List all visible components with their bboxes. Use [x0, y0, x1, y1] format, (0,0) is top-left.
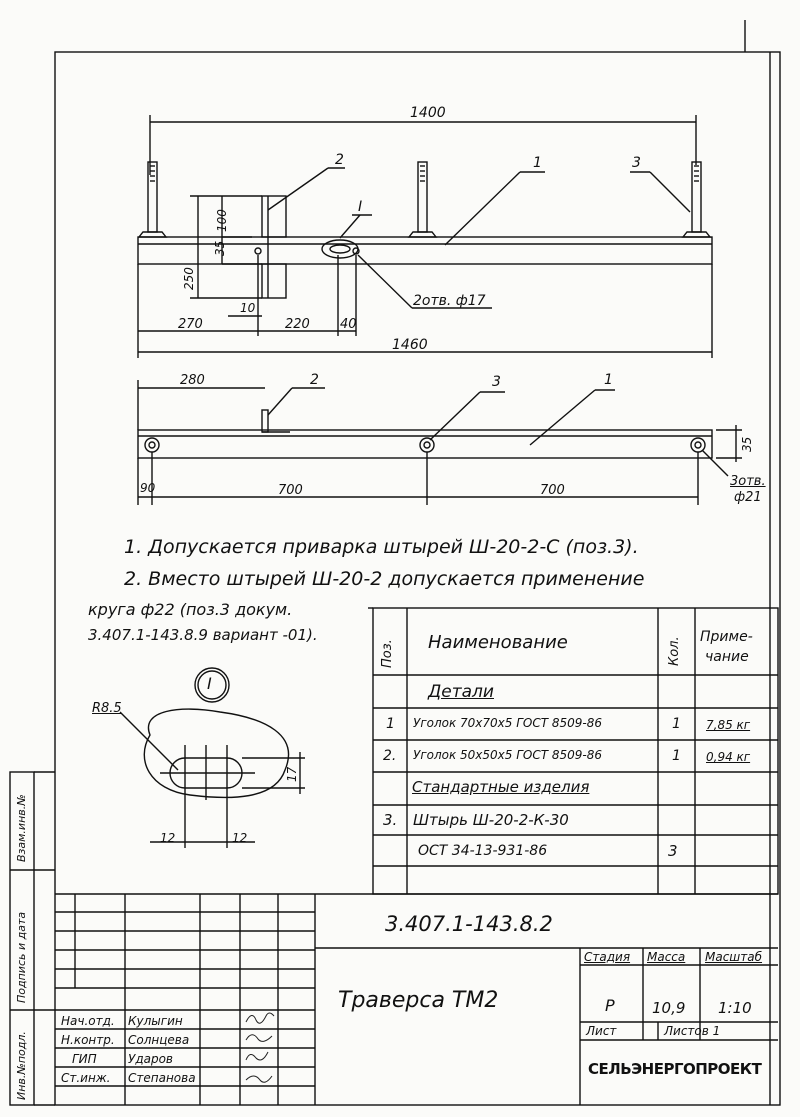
holes-21-note-1: 3отв.	[730, 474, 766, 489]
dim-10: 10	[240, 301, 256, 315]
spec-row-2-name: Уголок 50х50х5 ГОСТ 8509-86	[413, 748, 603, 762]
sheet-label: Лист	[586, 1024, 617, 1038]
dim-270: 270	[178, 317, 203, 332]
pos-label-3-top: 3	[632, 155, 641, 171]
stage-value: Р	[605, 996, 615, 1015]
spec-header-pos: Поз.	[380, 639, 395, 668]
pos-label-2-side: 2	[310, 372, 319, 388]
pos-label-1-top: 1	[533, 155, 542, 171]
angle-70-side	[137, 429, 713, 459]
spec-header-note-2: чание	[705, 649, 749, 665]
spec-row-1-note: 7,85 кг	[706, 718, 751, 732]
note-2-cont-1: круга ф22 (поз.3 докум.	[88, 600, 293, 619]
stud-middle	[417, 161, 428, 233]
dim-35-top: 35	[213, 240, 227, 256]
spec-row-1-name: Уголок 70х70х5 ГОСТ 8509-86	[413, 716, 603, 730]
dim-40: 40	[340, 317, 357, 332]
spec-std-row-1-name: Штырь Ш-20-2-К-30	[413, 811, 569, 829]
dim-1400: 1400	[410, 105, 446, 121]
sheets-label: Листов 1	[664, 1024, 721, 1038]
dim-700-a: 700	[278, 483, 303, 498]
pos-label-3-side: 3	[492, 374, 501, 390]
person-4-name: Степанова	[128, 1071, 196, 1085]
spec-section-standard: Стандартные изделия	[412, 778, 590, 796]
strip-sign-date: Подпись и дата	[15, 911, 28, 1003]
note-1: 1. Допускается приварка штырей Ш-20-2-С …	[124, 536, 639, 558]
mass-label: Масса	[647, 950, 686, 964]
holes-21-note-2: ф21	[734, 490, 762, 505]
spec-row-2-qty: 1	[672, 748, 681, 764]
spec-std-row-1-pos: 3.	[383, 811, 398, 829]
dim-90: 90	[140, 481, 156, 495]
person-2-name: Солнцева	[128, 1033, 190, 1047]
dim-100: 100	[215, 209, 229, 232]
detail-dim-17: 17	[285, 766, 299, 782]
dim-250: 250	[182, 267, 196, 290]
spec-row-2-pos: 2.	[383, 748, 397, 764]
scale-value: 1:10	[718, 999, 752, 1017]
detail-callout-label: I	[358, 199, 363, 215]
spec-row-1-qty: 1	[672, 716, 681, 732]
doc-number: 3.407.1-143.8.2	[385, 912, 553, 936]
strip-inv-orig: Инв.№подл.	[15, 1031, 28, 1100]
dim-280: 280	[180, 373, 205, 388]
spec-std-row-2-qty: 3	[668, 842, 678, 860]
spec-row-2-note: 0,94 кг	[706, 750, 751, 764]
detail-dim-12-b: 12	[232, 831, 248, 845]
person-1-role: Нач.отд.	[61, 1014, 115, 1028]
strip-inv-replace: Взам.инв.№	[15, 794, 28, 862]
note-2: 2. Вместо штырей Ш-20-2 допускается прим…	[124, 568, 645, 590]
note-2-cont-2: 3.407.1-143.8.9 вариант -01).	[88, 626, 318, 644]
spec-header-name: Наименование	[428, 632, 568, 653]
spec-header-qty: Кол.	[667, 636, 682, 666]
pos-label-2-top: 2	[335, 152, 344, 168]
person-3-name: Ударов	[128, 1052, 173, 1066]
dim-220: 220	[285, 317, 310, 332]
scale-label: Масштаб	[705, 950, 763, 964]
spec-std-row-2-name: ОСТ 34-13-931-86	[418, 843, 548, 859]
holes-17-note: 2отв. ф17	[413, 293, 486, 309]
detail-dim-12-a: 12	[160, 831, 176, 845]
stage-label: Стадия	[584, 950, 631, 964]
stud-right	[691, 161, 702, 233]
dim-1460: 1460	[392, 337, 428, 353]
spec-header-note-1: Приме-	[700, 629, 753, 645]
pos-label-1-side: 1	[604, 372, 613, 388]
spec-row-1-pos: 1	[386, 716, 395, 732]
organization: СЕЛЬЭНЕРГОПРОЕКТ	[588, 1060, 762, 1078]
detail-circle-label: I	[207, 674, 212, 693]
person-1-name: Кулыгин	[128, 1014, 183, 1028]
doc-title: Траверса ТМ2	[338, 988, 499, 1013]
person-4-role: Ст.инж.	[61, 1071, 111, 1085]
person-2-role: Н.контр.	[61, 1033, 115, 1047]
dim-700-b: 700	[540, 483, 565, 498]
person-3-role: ГИП	[72, 1052, 97, 1066]
sheet-frame	[54, 51, 781, 1106]
mass-value: 10,9	[652, 999, 686, 1017]
spec-section-details: Детали	[428, 682, 494, 702]
detail-radius: R8.5	[92, 701, 122, 716]
dim-35-side: 35	[740, 436, 754, 452]
